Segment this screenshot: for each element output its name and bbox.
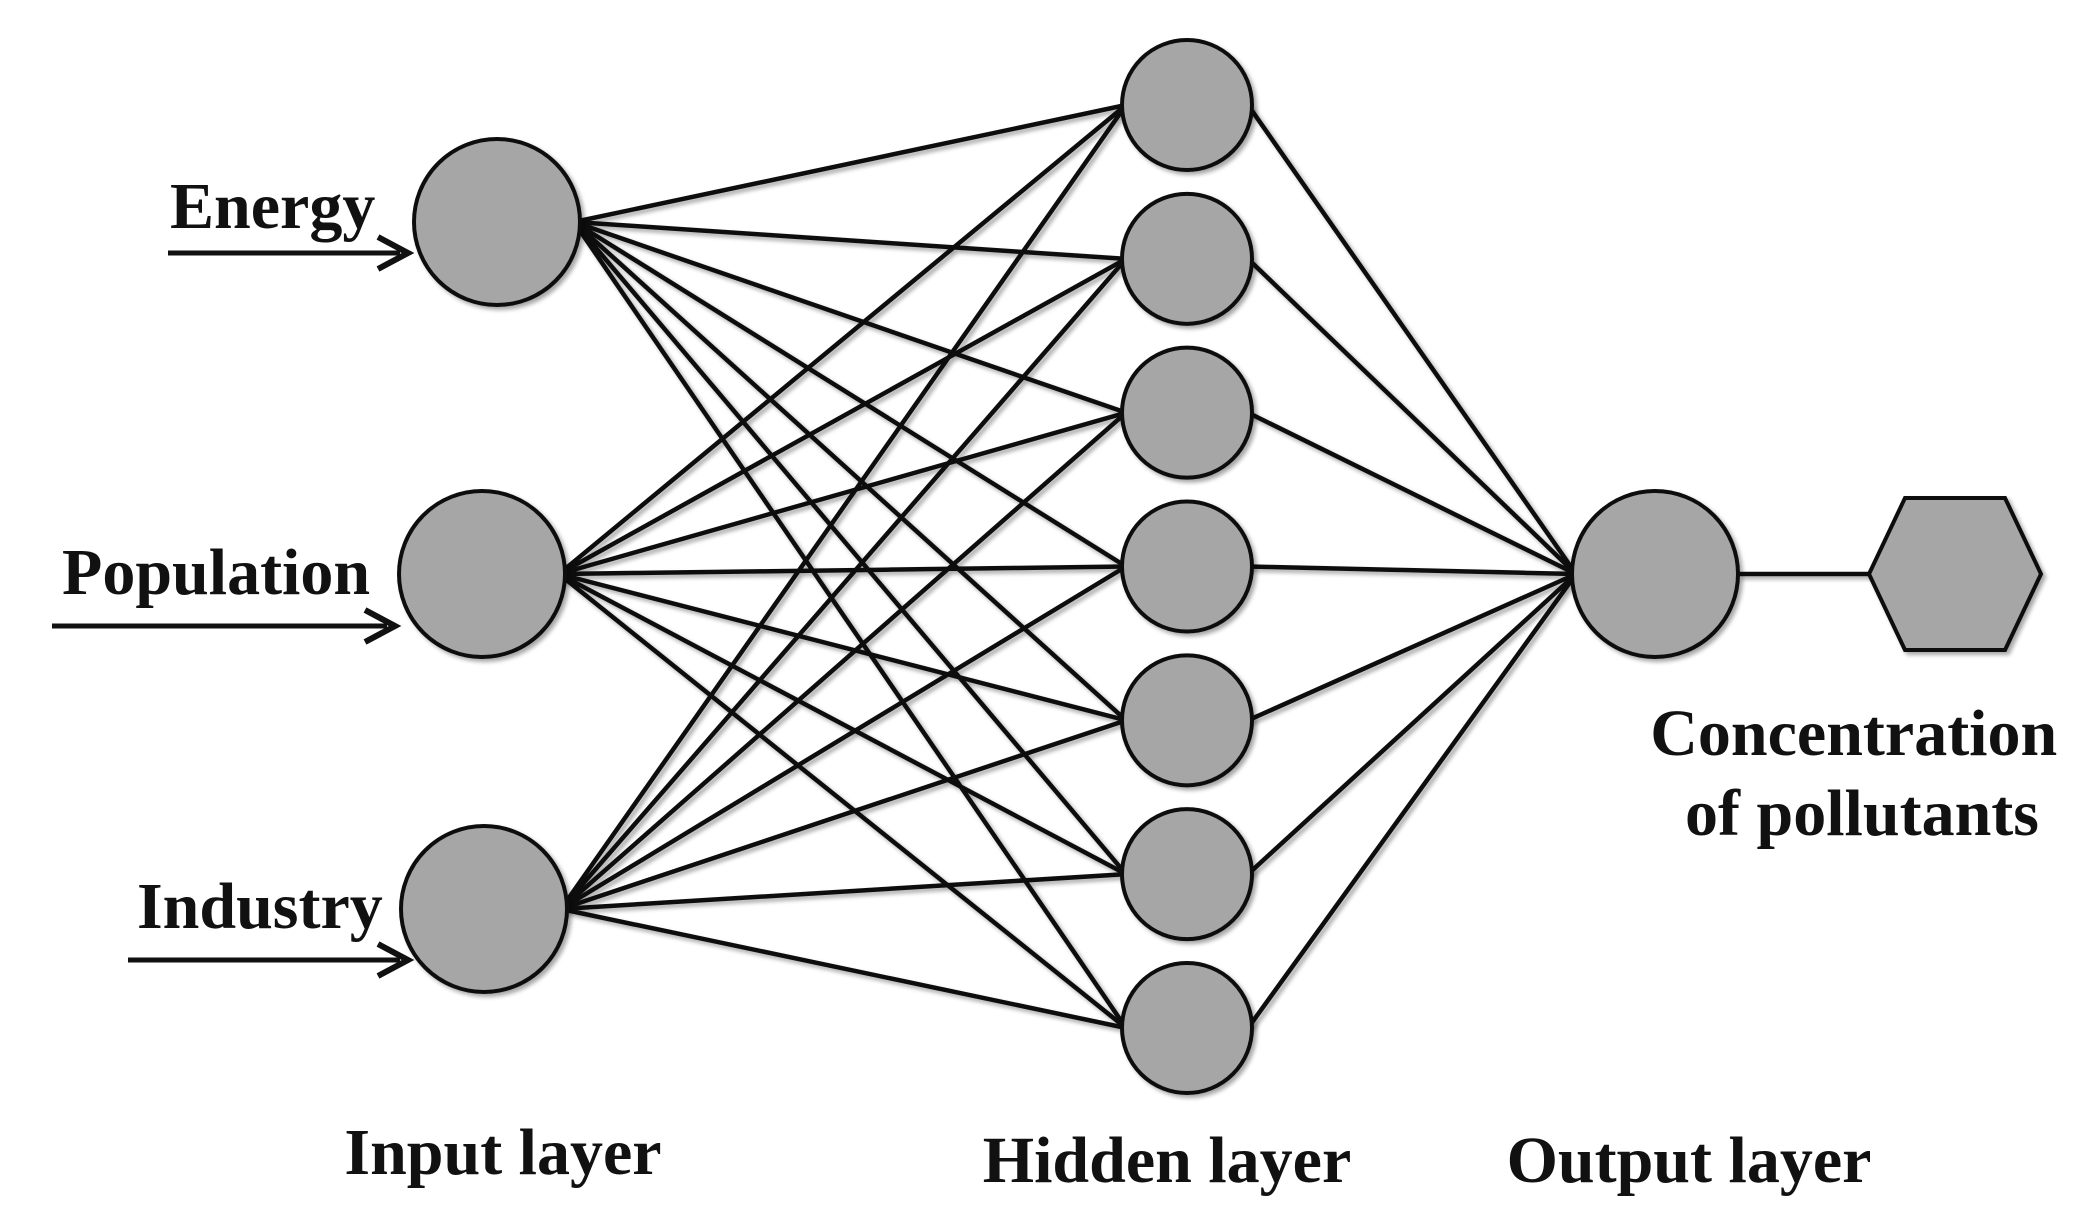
result-hexagon — [1866, 496, 2044, 652]
edge-hidden-0-output — [1246, 103, 1578, 576]
input-label-energy: Energy — [170, 170, 375, 243]
input-node-0 — [412, 137, 582, 307]
edge-input-0-hidden-2 — [573, 219, 1127, 415]
input-arrow-2 — [128, 941, 415, 979]
edge-input-1-hidden-2 — [558, 410, 1127, 577]
hidden-node-1 — [1120, 191, 1254, 326]
input-arrow-0 — [168, 234, 415, 272]
output-label-line-2: of pollutants — [1685, 777, 2039, 850]
input-layer-label: Input layer — [344, 1116, 661, 1189]
edge-hidden-4-output — [1247, 571, 1577, 723]
hidden-node-3 — [1120, 499, 1254, 634]
hidden-node-2 — [1120, 345, 1254, 480]
edge-hidden-1-output — [1246, 257, 1578, 576]
hidden-node-4 — [1120, 653, 1254, 788]
hidden-node-5 — [1120, 807, 1254, 942]
input-node-2 — [399, 824, 569, 994]
edge-input-0-hidden-5 — [572, 220, 1128, 876]
input-arrows — [52, 234, 415, 979]
output-layer-label: Output layer — [1507, 1124, 1872, 1197]
edge-input-0-hidden-3 — [572, 220, 1128, 569]
input-label-population: Population — [62, 536, 370, 609]
edge-input-1-hidden-5 — [557, 572, 1128, 877]
edge-input-2-hidden-6 — [560, 906, 1127, 1031]
edge-input-2-hidden-4 — [560, 718, 1127, 912]
hidden-node-0 — [1120, 38, 1254, 172]
edge-input-0-hidden-4 — [572, 220, 1128, 723]
hidden-layer-label: Hidden layer — [983, 1124, 1352, 1197]
edge-input-2-hidden-1 — [559, 257, 1128, 911]
edge-input-2-hidden-0 — [559, 103, 1128, 911]
edge-input-0-hidden-6 — [572, 220, 1128, 1030]
edge-input-1-hidden-4 — [558, 571, 1127, 723]
input-arrow-1 — [52, 607, 402, 645]
edge-hidden-5-output — [1246, 572, 1578, 876]
edge-input-0-hidden-1 — [573, 219, 1127, 262]
edge-input-1-hidden-0 — [557, 103, 1128, 576]
input-node-1 — [397, 489, 567, 659]
hidden-node-6 — [1120, 961, 1254, 1095]
edge-input-2-hidden-5 — [560, 871, 1127, 912]
edge-input-1-hidden-1 — [557, 256, 1128, 576]
edge-input-2-hidden-3 — [559, 564, 1128, 911]
connections — [557, 102, 1869, 1031]
input-label-industry: Industry — [137, 870, 383, 943]
output-node — [1570, 489, 1740, 659]
arrow-head — [376, 941, 415, 979]
edge-input-1-hidden-6 — [557, 572, 1128, 1030]
edge-input-0-hidden-0 — [573, 102, 1127, 225]
arrow-head — [363, 607, 402, 645]
edge-hidden-6-output — [1246, 572, 1578, 1030]
arrow-head — [376, 234, 415, 272]
output-label: Concentration of pollutants — [1650, 697, 2073, 850]
edge-input-1-hidden-3 — [558, 564, 1127, 577]
edge-hidden-2-output — [1247, 410, 1577, 577]
nodes — [397, 38, 2044, 1095]
output-label-line-1: Concentration — [1650, 697, 2057, 770]
edge-input-2-hidden-2 — [559, 410, 1128, 911]
edge-hidden-3-output — [1247, 564, 1577, 577]
